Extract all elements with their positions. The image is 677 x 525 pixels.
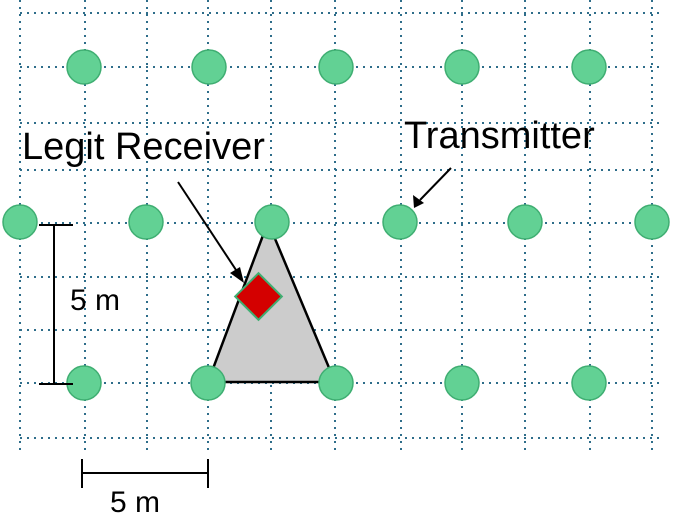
transmitter-pointer-arrow	[419, 167, 452, 201]
transmitter-node-icon	[507, 204, 543, 240]
transmitter-node-icon	[571, 49, 607, 85]
legit-receiver-label: Legit Receiver	[22, 126, 265, 168]
legit-receiver-diamond-icon	[233, 271, 284, 322]
horizontal-scale-label: 5 m	[110, 486, 160, 519]
transmitter-node-icon	[318, 49, 354, 85]
transmitter-node-icon	[444, 49, 480, 85]
transmitter-node-icon	[571, 365, 607, 401]
transmitter-node-icon	[318, 365, 354, 401]
transmitter-node-icon	[128, 204, 164, 240]
transmitter-nodes	[2, 49, 670, 401]
transmitter-node-icon	[66, 49, 102, 85]
transmitter-node-icon	[444, 365, 480, 401]
receiver-pointer-arrow	[177, 181, 241, 277]
receiver-arrowhead-icon	[230, 267, 244, 283]
vertical-scale-label: 5 m	[70, 284, 120, 317]
transmitter-label: Transmitter	[404, 115, 595, 157]
transmitter-node-icon	[190, 365, 226, 401]
transmitter-node-icon	[254, 204, 290, 240]
transmitter-node-icon	[634, 204, 670, 240]
transmitter-node-icon	[2, 204, 38, 240]
transmitter-arrowhead-icon	[413, 195, 424, 208]
transmitter-node-icon	[191, 49, 227, 85]
transmitter-node-icon	[382, 204, 418, 240]
